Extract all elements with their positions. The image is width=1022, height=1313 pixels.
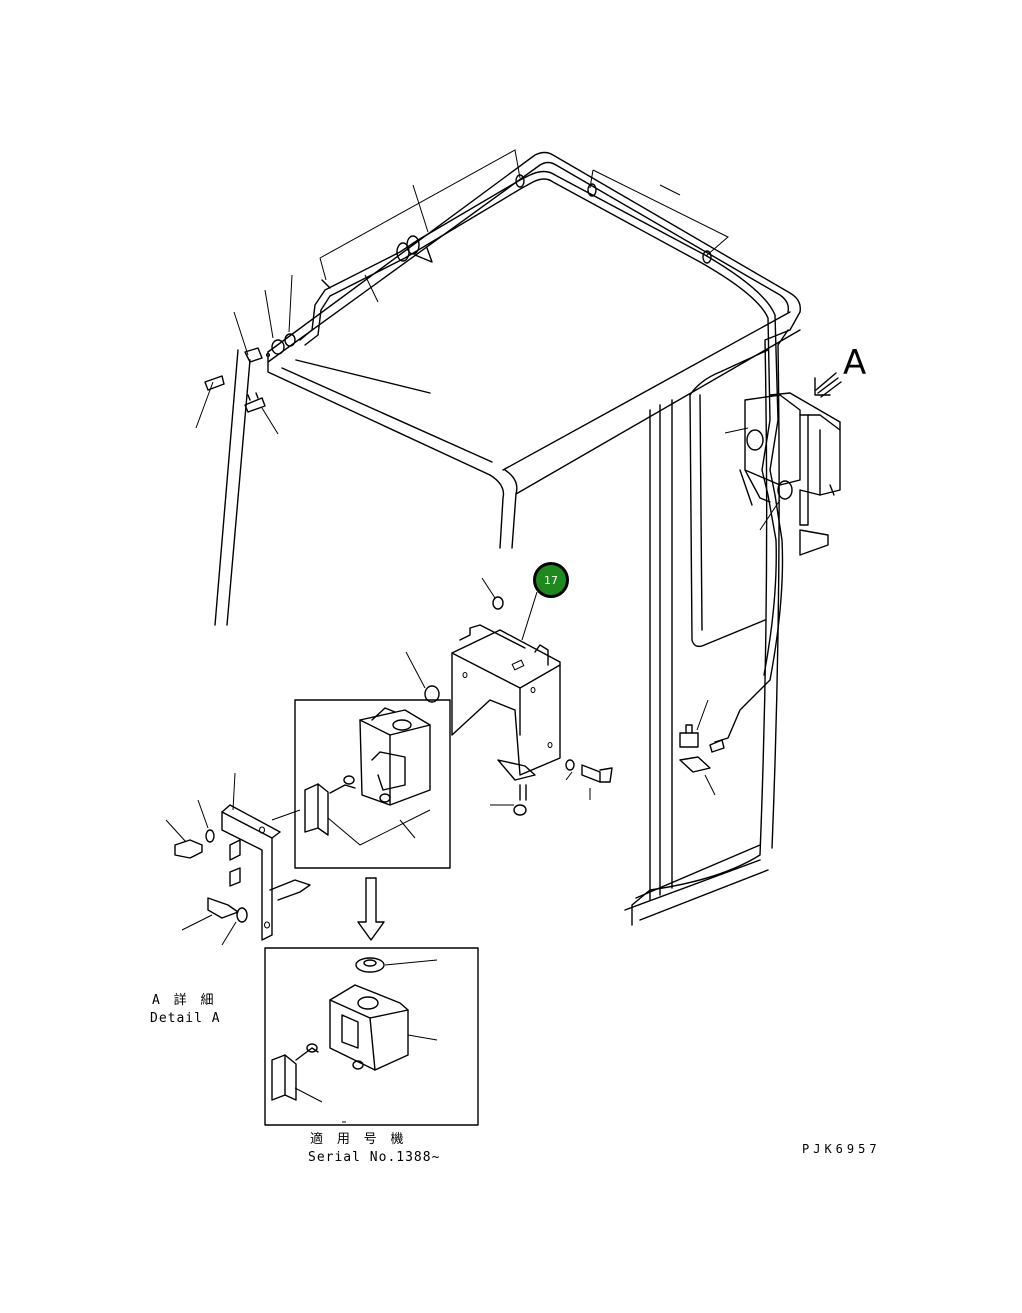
- callout-number: 17: [544, 573, 558, 587]
- detail-label-en: Detail A: [150, 1011, 221, 1026]
- serial-label-jp: 適 用 号 機: [310, 1132, 407, 1147]
- wire-connector: [679, 699, 725, 796]
- bracket-bolts: [490, 759, 613, 816]
- front-pillar: [214, 349, 251, 626]
- tank-detail-box: [294, 699, 451, 869]
- serial-detail-box: [264, 947, 479, 1126]
- leader-lines-roof: [195, 149, 729, 435]
- hose-clips: [321, 174, 712, 289]
- nozzle-fittings: [204, 333, 296, 413]
- view-a-letter: A: [843, 343, 867, 383]
- detail-label-jp: A 詳 細: [152, 993, 217, 1008]
- serial-label-en: Serial No.1388~: [308, 1150, 441, 1165]
- washer-bracket: [405, 577, 561, 776]
- view-a-arrow: [814, 372, 842, 398]
- washer-hose: [299, 170, 784, 743]
- wiper-motor-assembly: [724, 392, 841, 556]
- drawing-code: PJK6957: [802, 1142, 881, 1156]
- cab-roof: [267, 151, 801, 549]
- left-bolts: [165, 799, 248, 946]
- part-callout-17[interactable]: 17: [533, 562, 569, 598]
- cab-door-frame: [624, 311, 801, 926]
- left-mount-plate: [221, 772, 311, 941]
- down-arrow: [357, 877, 385, 941]
